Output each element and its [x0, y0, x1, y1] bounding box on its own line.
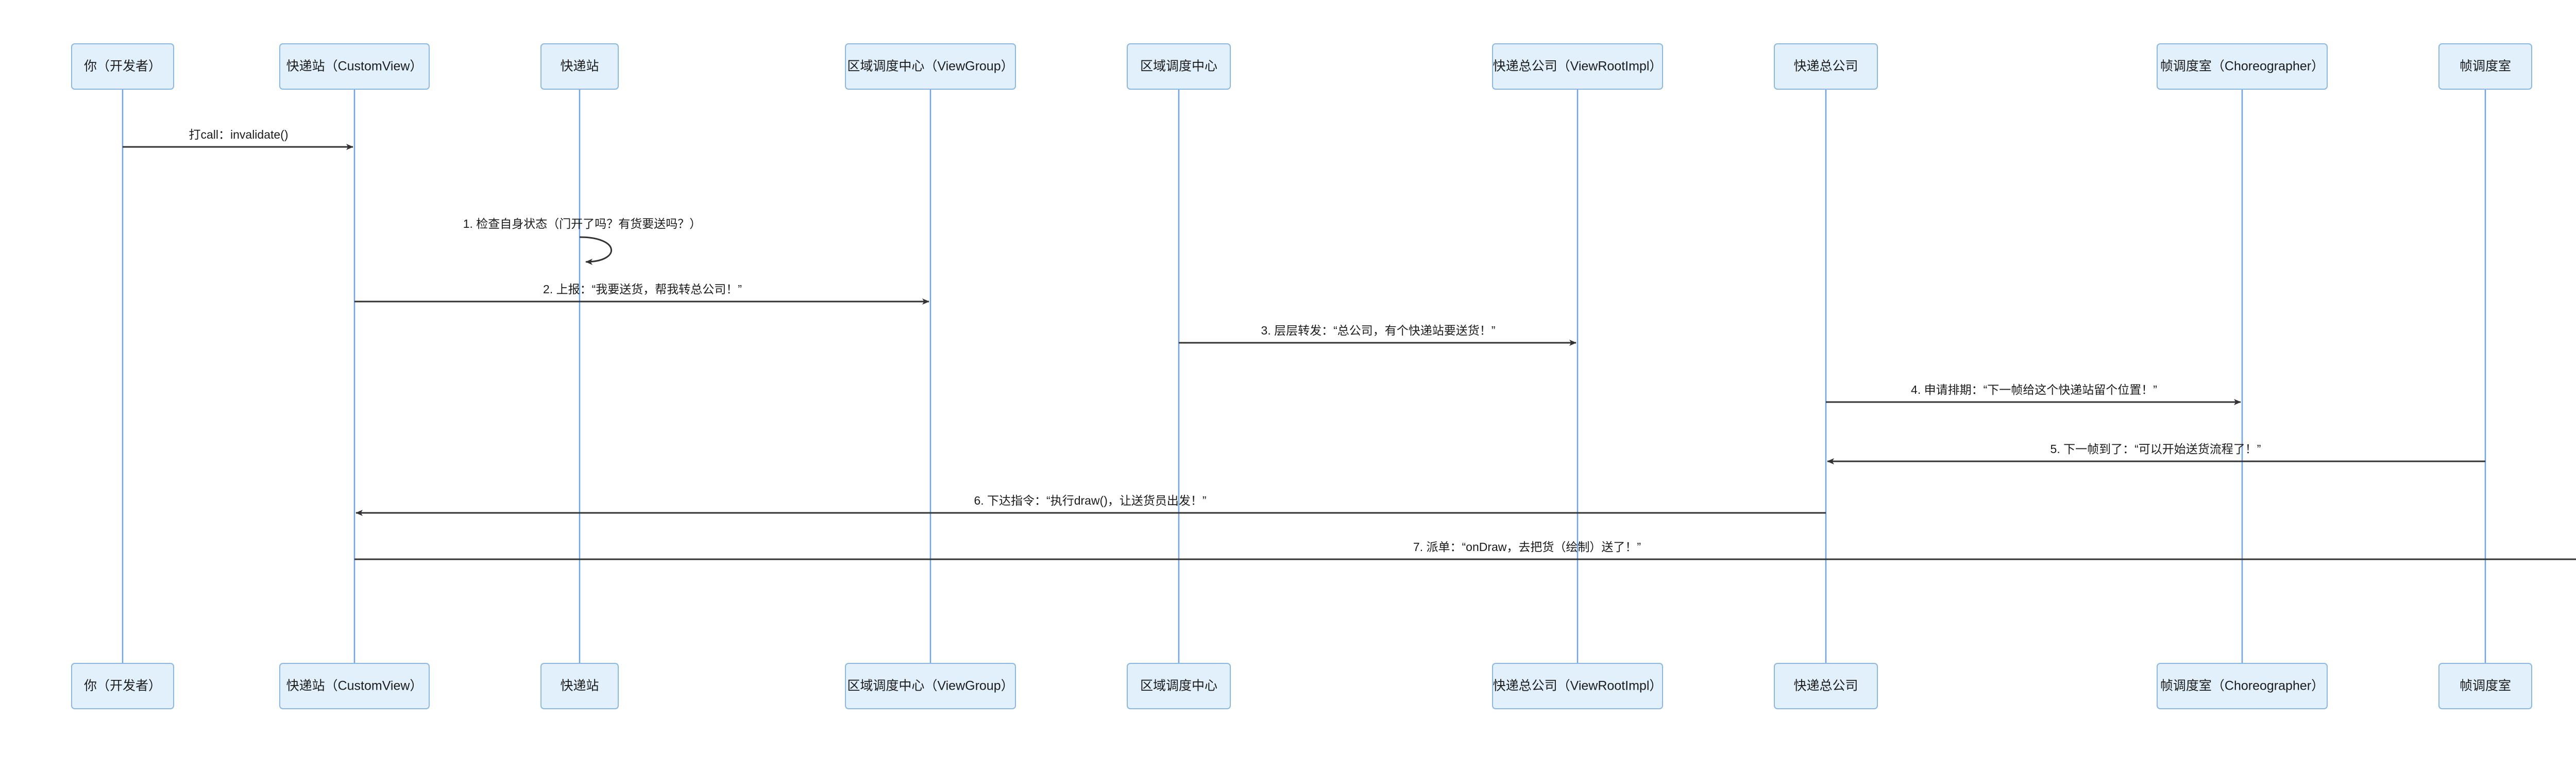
participant-top-customview[interactable]: 快递站（CustomView）	[279, 43, 430, 90]
participant-box[interactable]	[2438, 43, 2532, 90]
participant-label: 快递站	[560, 679, 599, 693]
participant-label: 快递总公司	[1793, 59, 1858, 74]
participant-label: 区域调度中心（ViewGroup）	[847, 679, 1013, 693]
messages-layer: 打call：invalidate() 1. 检查自身状态（门开了吗？有货要送吗？）…	[123, 128, 2576, 560]
participant-label: 快递站（CustomView）	[286, 59, 423, 74]
participant-label: 帧调度室（Choreographer）	[2160, 59, 2324, 74]
participant-bottom-headquarters[interactable]: 快递总公司	[1774, 663, 1878, 709]
participant-label: 帧调度室	[2460, 59, 2511, 74]
participant-box[interactable]	[2438, 663, 2532, 709]
participant-box[interactable]	[845, 663, 1016, 709]
message-label: 2. 上报：“我要送货，帮我转总公司！”	[543, 282, 742, 296]
participant-label: 快递站	[560, 59, 599, 74]
participant-label: 帧调度室（Choreographer）	[2160, 679, 2324, 693]
participant-top-viewrootimpl[interactable]: 快递总公司（ViewRootImpl）	[1492, 43, 1663, 90]
participant-box[interactable]	[71, 43, 174, 90]
participant-bottom-framedept[interactable]: 帧调度室	[2438, 663, 2532, 709]
participant-bottom-region[interactable]: 区域调度中心	[1127, 663, 1231, 709]
participant-box[interactable]	[2157, 663, 2328, 709]
participant-label: 帧调度室	[2460, 679, 2511, 693]
message-intro[interactable]: 打call：invalidate()	[123, 128, 353, 150]
message-label: 3. 层层转发：“总公司，有个快递站要送货！”	[1261, 324, 1496, 337]
participant-bottom-station[interactable]: 快递站	[540, 663, 619, 709]
participant-top-framedept[interactable]: 帧调度室	[2438, 43, 2532, 90]
participant-bottom-viewrootimpl[interactable]: 快递总公司（ViewRootImpl）	[1492, 663, 1663, 709]
message-3[interactable]: 3. 层层转发：“总公司，有个快递站要送货！”	[1179, 324, 1577, 346]
participant-bottom-dev[interactable]: 你（开发者）	[71, 663, 174, 709]
participant-label: 你（开发者）	[84, 59, 161, 74]
message-arrow-self	[579, 236, 612, 265]
participant-label: 快递总公司（ViewRootImpl）	[1493, 679, 1663, 693]
participant-bottom-choreographer[interactable]: 帧调度室（Choreographer）	[2157, 663, 2328, 709]
participant-top-viewgroup[interactable]: 区域调度中心（ViewGroup）	[845, 43, 1016, 90]
actors-top-layer: 你（开发者） 快递站（CustomView） 快递站 区域调度中心（ViewGroup…	[71, 43, 2532, 90]
participant-box[interactable]	[1774, 43, 1878, 90]
message-7[interactable]: 7. 派单：“onDraw，去把货（绘制）送了！”	[354, 540, 2576, 560]
participant-box[interactable]	[540, 663, 619, 709]
participant-label: 快递站（CustomView）	[286, 679, 423, 693]
participant-box[interactable]	[71, 663, 174, 709]
message-label: 7. 派单：“onDraw，去把货（绘制）送了！”	[1413, 540, 1641, 554]
participant-bottom-viewgroup[interactable]: 区域调度中心（ViewGroup）	[845, 663, 1016, 709]
message-6[interactable]: 6. 下达指令：“执行draw()，让送货员出发！”	[355, 494, 1826, 516]
message-label: 5. 下一帧到了：“可以开始送货流程了！”	[2050, 442, 2261, 456]
participant-label: 你（开发者）	[84, 679, 161, 693]
participant-box[interactable]	[1492, 663, 1663, 709]
participant-box[interactable]	[1127, 43, 1231, 90]
participant-box[interactable]	[1492, 43, 1663, 90]
participant-label: 区域调度中心	[1140, 59, 1217, 74]
message-label: 1. 检查自身状态（门开了吗？有货要送吗？）	[463, 217, 702, 230]
message-label: 打call：invalidate()	[189, 128, 288, 141]
participant-box[interactable]	[1774, 663, 1878, 709]
lifelines-layer	[122, 89, 2486, 663]
message-4[interactable]: 4. 申请排期：“下一帧给这个快递站留个位置！”	[1826, 383, 2241, 405]
participant-box[interactable]	[845, 43, 1016, 90]
participant-box[interactable]	[2157, 43, 2328, 90]
participant-label: 快递总公司（ViewRootImpl）	[1493, 59, 1663, 74]
participant-top-choreographer[interactable]: 帧调度室（Choreographer）	[2157, 43, 2328, 90]
participant-top-station[interactable]: 快递站	[540, 43, 619, 90]
actors-bottom-layer: 你（开发者） 快递站（CustomView） 快递站 区域调度中心（ViewGroup…	[71, 663, 2532, 709]
message-label: 6. 下达指令：“执行draw()，让送货员出发！”	[974, 494, 1206, 507]
participant-bottom-customview[interactable]: 快递站（CustomView）	[279, 663, 430, 709]
message-2[interactable]: 2. 上报：“我要送货，帮我转总公司！”	[354, 282, 929, 305]
participant-top-region[interactable]: 区域调度中心	[1127, 43, 1231, 90]
participant-box[interactable]	[279, 43, 430, 90]
participant-label: 区域调度中心	[1140, 679, 1217, 693]
message-label: 4. 申请排期：“下一帧给这个快递站留个位置！”	[1911, 383, 2157, 396]
message-5[interactable]: 5. 下一帧到了：“可以开始送货流程了！”	[1827, 442, 2485, 464]
participant-label: 快递总公司	[1793, 679, 1858, 693]
participant-top-dev[interactable]: 你（开发者）	[71, 43, 174, 90]
participant-box[interactable]	[1127, 663, 1231, 709]
message-1[interactable]: 1. 检查自身状态（门开了吗？有货要送吗？）	[463, 217, 702, 265]
participant-top-headquarters[interactable]: 快递总公司	[1774, 43, 1878, 90]
participant-label: 区域调度中心（ViewGroup）	[847, 59, 1013, 74]
participant-box[interactable]	[279, 663, 430, 709]
participant-box[interactable]	[540, 43, 619, 90]
